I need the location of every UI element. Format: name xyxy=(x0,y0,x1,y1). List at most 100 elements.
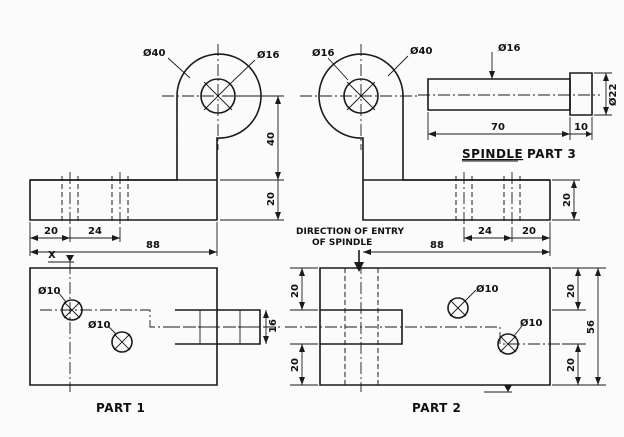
part1-dim-40-arrow-bottom xyxy=(275,172,281,180)
part2-title: PART 2 xyxy=(412,401,461,415)
part1-hole-b-label: Ø10 xyxy=(88,319,110,331)
part1-dim-40-arrow-top xyxy=(275,96,281,104)
spindle-dia16-label: Ø16 xyxy=(498,42,520,54)
part1-hole-b-leader xyxy=(108,326,116,334)
part2-slot-bottom-label: 20 xyxy=(290,358,301,372)
part1-section-mark: X xyxy=(48,250,56,261)
part2-hole-b-leader xyxy=(514,326,522,336)
part2-right-dim-bottom-arrow-b xyxy=(575,377,581,385)
part2-right-top-label: 20 xyxy=(566,284,577,298)
part2-dim-20-arrow-bottom xyxy=(571,212,577,220)
part3-spindle-view: Ø16 Ø22 70 10 SPINDLE PART 3 xyxy=(418,42,619,161)
spindle-shaft xyxy=(428,79,570,110)
part2-dim-24-arrow-left xyxy=(464,235,472,241)
part2-right-dim-top-arrow-a xyxy=(575,268,581,276)
spindle-dim-10-label: 10 xyxy=(574,122,588,133)
part2-dim-88-label: 88 xyxy=(430,240,444,251)
part2-right-dim-top-arrow-b xyxy=(575,302,581,310)
part2-entry-arrow-head xyxy=(354,262,364,272)
part1-dim-40-label: 40 xyxy=(266,132,277,146)
part1-dim-20-h-arrow-left xyxy=(30,235,38,241)
spindle-dim-10-arrow-right xyxy=(586,131,592,137)
part1-dim-20-h-arrow-mid xyxy=(62,235,70,241)
part2-slot-dim-top-arrow-b xyxy=(299,302,305,310)
part1-dim-16-label: 16 xyxy=(268,319,279,333)
spindle-dim-70-label: 70 xyxy=(491,122,505,133)
part2-slot-dim-bottom-arrow-a xyxy=(299,344,305,352)
part2-plan-centerline xyxy=(285,327,560,344)
part2-dim-24-label: 24 xyxy=(478,226,492,237)
part2-dia16-label: Ø16 xyxy=(312,47,334,59)
part3-title: PART 3 xyxy=(527,147,576,161)
part2-dim-20-label: 20 xyxy=(562,193,573,207)
part1-hole-a-cross-b xyxy=(64,302,80,318)
part2-hole-a-leader xyxy=(466,290,476,300)
part2-dia16-leader xyxy=(328,58,348,80)
part1-dia16-leader xyxy=(232,60,255,82)
part1-section-arrow xyxy=(66,255,74,262)
part2-slot-top-label: 20 xyxy=(290,284,301,298)
part2-dim-24-arrow-mid xyxy=(504,235,512,241)
part1-title: PART 1 xyxy=(96,401,145,415)
spindle-dim-70-arrow-right xyxy=(562,131,570,137)
part1-hole-a-leader xyxy=(58,292,66,302)
part2-hole-a xyxy=(448,298,468,318)
part2-right-total-label: 56 xyxy=(586,320,597,334)
part2-dim-88-arrow-left xyxy=(363,249,371,255)
part1-plan-view: Ø10 Ø10 16 X PART 1 xyxy=(30,250,280,415)
part1-front-outline xyxy=(30,54,261,220)
part1-dim-24-h-arrow-right xyxy=(112,235,120,241)
part2-plan-view: Ø10 Ø10 20 20 20 20 56 xyxy=(285,262,606,415)
spindle-dia22-arrow-top xyxy=(603,73,609,81)
spindle-head xyxy=(570,73,592,115)
part1-dim-88-arrow-left xyxy=(30,249,38,255)
part1-bore-cross-b xyxy=(204,82,232,110)
part2-section-arrow xyxy=(504,385,512,392)
part2-front-outline xyxy=(319,54,550,220)
part1-dim-20-arrow-bottom xyxy=(275,212,281,220)
part1-dim-20-label: 20 xyxy=(266,192,277,206)
part2-hole-b-cross-b xyxy=(500,336,516,352)
part1-dia40-leader xyxy=(168,58,190,78)
spindle-dia22-arrow-bottom xyxy=(603,107,609,115)
part1-hole-b-cross-b xyxy=(114,334,130,350)
part2-dim-20-arrow-right xyxy=(542,235,550,241)
part1-hole-b xyxy=(112,332,132,352)
part2-right-dim-bottom-arrow-a xyxy=(575,344,581,352)
part2-dia40-leader xyxy=(388,56,408,76)
part1-dia40-label: Ø40 xyxy=(143,47,165,59)
part1-dim-88-label: 88 xyxy=(146,240,160,251)
part2-right-bottom-label: 20 xyxy=(566,358,577,372)
part2-bore-cross-b xyxy=(347,82,375,110)
part1-front-view: Ø40 Ø16 40 20 20 24 88 xyxy=(30,44,284,256)
spindle-dia22-label: Ø22 xyxy=(607,84,619,106)
part2-dia40-label: Ø40 xyxy=(410,45,432,57)
part2-hole-b xyxy=(498,334,518,354)
part1-dim-20-h-label: 20 xyxy=(44,226,58,237)
spindle-name: SPINDLE xyxy=(462,147,523,161)
part1-dim-16-arrow-top xyxy=(263,310,269,318)
part2-hole-b-label: Ø10 xyxy=(520,317,542,329)
part1-hole-a-label: Ø10 xyxy=(38,285,60,297)
part1-plan-centerline xyxy=(40,310,280,327)
part2-dim-20-arrow-top xyxy=(571,180,577,188)
part2-right-dim-total-arrow-b xyxy=(595,377,601,385)
part2-slot-dim-bottom-arrow-b xyxy=(299,377,305,385)
part2-entry-line1: DIRECTION OF ENTRY xyxy=(296,227,404,237)
part2-right-dim-total-arrow-a xyxy=(595,268,601,276)
part2-slot-dim-top-arrow-a xyxy=(299,268,305,276)
part1-dim-16-arrow-bottom xyxy=(263,336,269,344)
part2-plan-outline xyxy=(320,268,550,385)
part1-dim-24-h-label: 24 xyxy=(88,226,102,237)
part2-dim-20-h-label: 20 xyxy=(522,226,536,237)
part2-hole-a-label: Ø10 xyxy=(476,283,498,295)
part1-dia16-label: Ø16 xyxy=(257,49,279,61)
part2-hole-a-cross-b xyxy=(450,300,466,316)
part2-front-view: Ø16 Ø40 20 24 20 88 DIRECTION OF ENTRY O… xyxy=(296,44,580,272)
part1-hole-a xyxy=(62,300,82,320)
part2-dim-88-arrow-right xyxy=(542,249,550,255)
part2-entry-line2: OF SPINDLE xyxy=(312,238,372,248)
spindle-dim-70-arrow-left xyxy=(428,131,436,137)
part1-dim-88-arrow-right xyxy=(209,249,217,255)
